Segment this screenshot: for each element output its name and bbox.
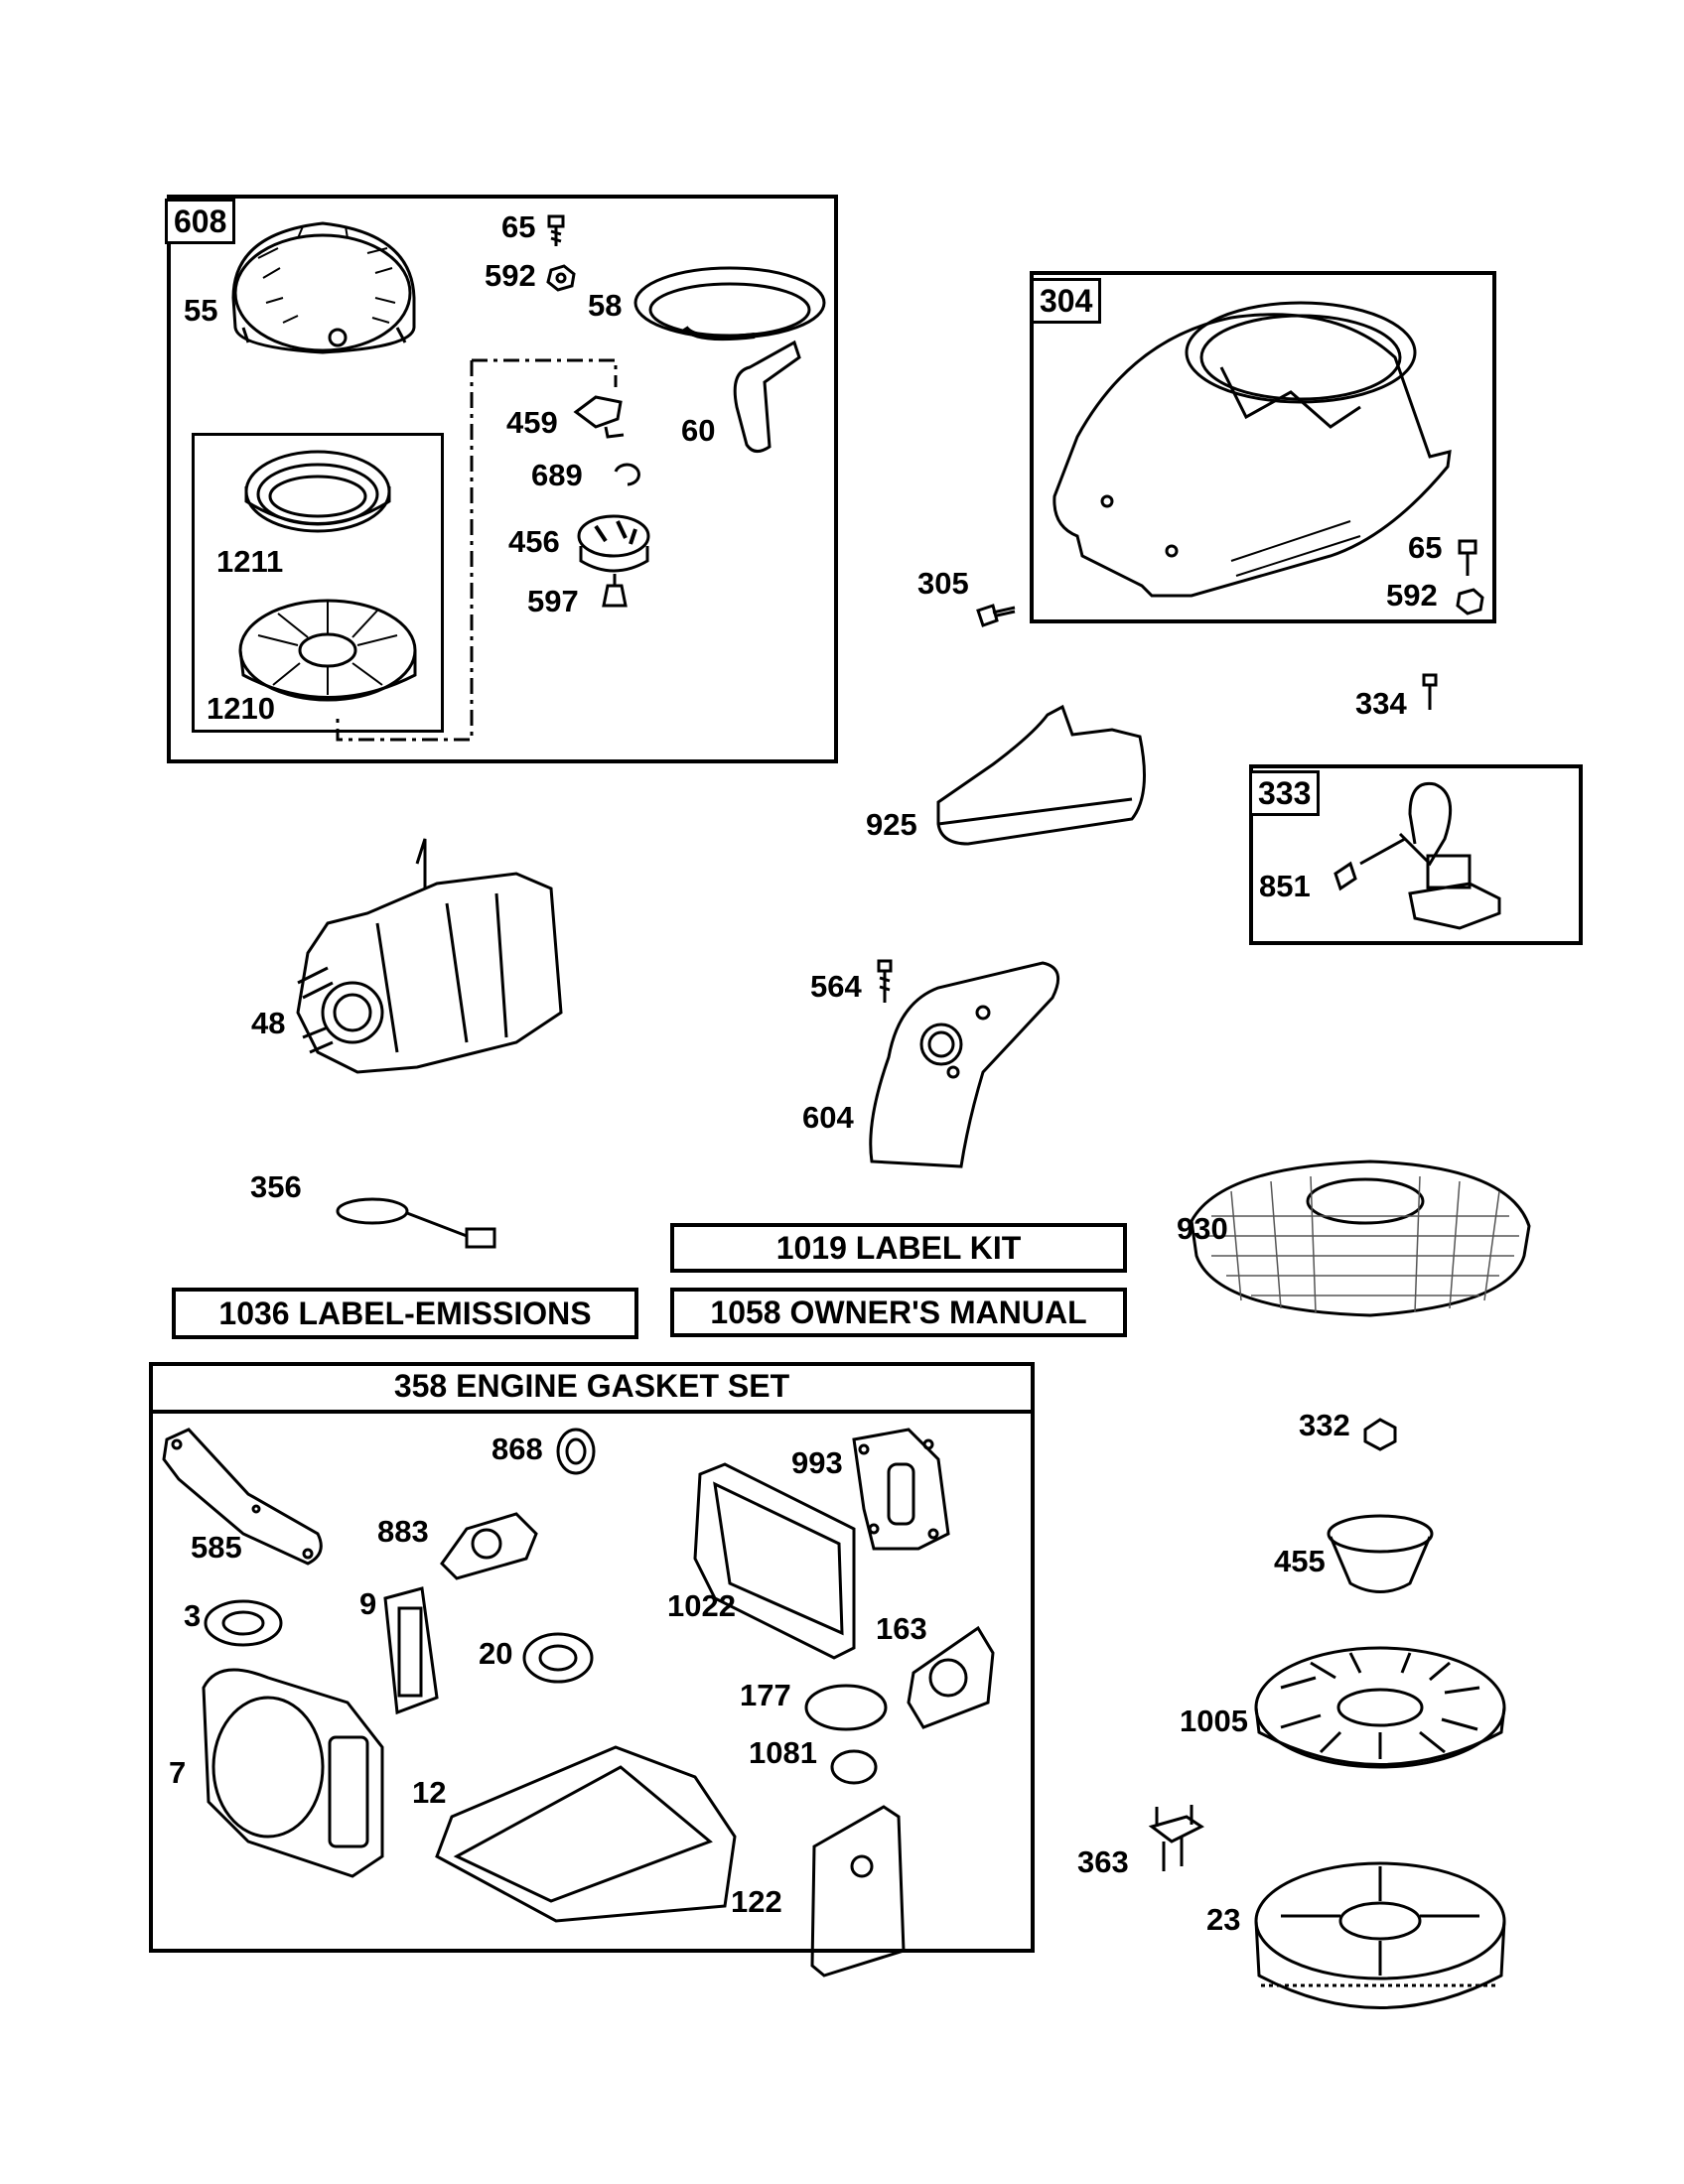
gasket-9-drawing: [383, 1586, 439, 1715]
ratchet-drawing: [577, 514, 650, 573]
part-label-9: 9: [359, 1586, 377, 1621]
part-label-883: 883: [377, 1514, 429, 1549]
screw-334-drawing: [1422, 673, 1438, 710]
part-label-12: 12: [412, 1775, 447, 1810]
part-label-55: 55: [184, 293, 218, 328]
rotating-screen-drawing: [1190, 1160, 1531, 1317]
ignition-armature-drawing: [1333, 781, 1501, 930]
dashed-leader: [336, 358, 618, 742]
gasket-1022-drawing: [693, 1462, 856, 1660]
blower-housing-group-box: [1030, 271, 1496, 623]
part-label-48: 48: [251, 1006, 286, 1040]
o-ring-177-drawing: [804, 1684, 888, 1731]
part-label-1081: 1081: [749, 1735, 817, 1770]
ground-wire-drawing: [336, 1197, 496, 1249]
part-label-163: 163: [876, 1611, 927, 1646]
part-label-1211: 1211: [216, 544, 284, 579]
oil-seal-3-drawing: [204, 1599, 283, 1647]
starter-cup-drawing: [1327, 1514, 1434, 1593]
starter-housing-drawing: [231, 221, 416, 354]
group-number-blower-housing: 304: [1031, 278, 1102, 324]
part-label-851: 851: [1259, 869, 1311, 903]
part-label-868: 868: [491, 1432, 543, 1466]
group-number-armature: 333: [1249, 770, 1321, 816]
gasket-585-drawing: [162, 1428, 323, 1566]
oil-seal-868-drawing: [556, 1428, 596, 1475]
part-label-177: 177: [740, 1678, 791, 1712]
blower-housing-drawing: [1052, 301, 1452, 598]
o-ring-1081-drawing: [830, 1749, 878, 1785]
fan-1005-drawing: [1254, 1646, 1506, 1769]
cylinder-block-drawing: [296, 838, 563, 1074]
bracket-363-drawing: [1148, 1805, 1204, 1871]
gasket-set-box: [149, 1362, 1035, 1953]
part-label-305: 305: [917, 566, 969, 601]
part-label-456: 456: [508, 524, 560, 559]
starter-spring-pulley-box: [192, 433, 444, 733]
armature-group-box: [1249, 764, 1583, 945]
part-label-925: 925: [866, 807, 917, 842]
part-label-993: 993: [791, 1445, 843, 1480]
part-label-604: 604: [802, 1100, 854, 1135]
bolt-305-drawing: [976, 604, 1016, 627]
retainer-ring-drawing: [614, 463, 640, 486]
part-label-65-housing: 65: [1408, 530, 1443, 565]
label-kit-box: 1019 LABEL KIT: [670, 1223, 1127, 1273]
air-baffle-drawing: [936, 704, 1146, 846]
cylinder-shroud-drawing: [869, 961, 1060, 1168]
starter-handle-drawing: [733, 340, 801, 453]
screw-597-drawing: [602, 574, 628, 608]
part-label-455: 455: [1274, 1544, 1326, 1578]
part-label-60: 60: [681, 413, 716, 448]
part-label-930: 930: [1177, 1211, 1228, 1246]
sump-gasket-12-drawing: [435, 1745, 737, 1923]
part-label-334: 334: [1355, 686, 1407, 721]
part-label-597: 597: [527, 584, 579, 618]
head-gasket-7-drawing: [202, 1668, 384, 1878]
part-label-332: 332: [1299, 1408, 1350, 1442]
recoil-spring-drawing: [244, 450, 391, 533]
part-label-3: 3: [184, 1598, 202, 1633]
part-label-1005: 1005: [1180, 1704, 1248, 1738]
rewind-starter-group-box: [167, 195, 838, 763]
nut-592b-drawing: [1456, 588, 1484, 615]
part-label-564: 564: [810, 969, 862, 1004]
oil-seal-20-drawing: [522, 1632, 594, 1684]
flywheel-23-drawing: [1254, 1861, 1506, 2009]
part-label-592-top: 592: [485, 258, 536, 293]
starter-rope-drawing: [633, 266, 826, 341]
part-label-1210: 1210: [207, 691, 275, 726]
gasket-163-drawing: [907, 1625, 995, 1729]
label-emissions-box: 1036 LABEL-EMISSIONS: [172, 1288, 638, 1339]
screw-65b-drawing: [1458, 539, 1477, 576]
part-label-58: 58: [588, 288, 623, 323]
part-label-1022: 1022: [667, 1588, 736, 1623]
part-label-20: 20: [479, 1636, 513, 1671]
part-label-363: 363: [1077, 1844, 1129, 1879]
pulley-drawing: [238, 599, 417, 702]
part-label-356: 356: [250, 1169, 302, 1204]
part-label-585: 585: [191, 1530, 242, 1565]
pawl-drawing: [573, 395, 625, 439]
part-label-592-housing: 592: [1386, 578, 1438, 613]
part-label-7: 7: [169, 1755, 187, 1790]
gasket-set-title: 358 ENGINE GASKET SET: [149, 1362, 1035, 1414]
flywheel-nut-drawing: [1363, 1418, 1397, 1451]
gasket-993-drawing: [852, 1428, 950, 1551]
part-label-122: 122: [731, 1884, 782, 1919]
part-label-65-top: 65: [501, 209, 536, 244]
part-label-23: 23: [1206, 1902, 1241, 1937]
nut-592-drawing: [546, 264, 576, 292]
part-label-689: 689: [531, 458, 583, 492]
part-label-459: 459: [506, 405, 558, 440]
screw-65-drawing: [547, 214, 565, 246]
screw-564-drawing: [877, 959, 893, 1003]
owners-manual-box: 1058 OWNER'S MANUAL: [670, 1288, 1127, 1337]
group-number-rewind-starter: 608: [165, 199, 236, 244]
gasket-883-drawing: [440, 1512, 538, 1580]
